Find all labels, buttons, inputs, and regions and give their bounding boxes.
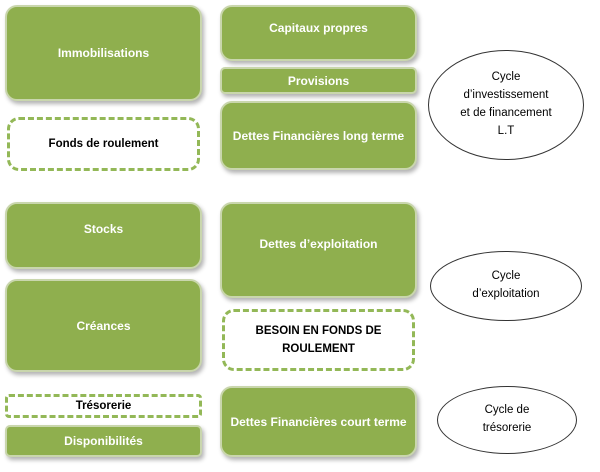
cycle-tresorerie-label: Cycle de trésorerie	[482, 404, 532, 434]
disponibilites-box: Disponibilités	[5, 425, 202, 457]
cycle-exploitation-ellipse: Cycle d’exploitation	[430, 251, 582, 321]
cycle-investissement-ellipse: Cycle d’investissement et de financement…	[428, 50, 584, 160]
creances-box: Créances	[5, 279, 202, 372]
immobilisations-box: Immobilisations	[5, 5, 202, 101]
bfr-box: BESOIN EN FONDS DE ROULEMENT	[222, 309, 415, 371]
fonds-de-roulement-box: Fonds de roulement	[7, 117, 200, 171]
provisions-box: Provisions	[220, 67, 417, 94]
immobilisations-label: Immobilisations	[57, 46, 150, 60]
cycle-investissement-label: Cycle d’investissement et de financement…	[460, 71, 552, 137]
dettes-financieres-lt-box: Dettes Financières long terme	[220, 101, 417, 170]
tresorerie-label: Trésorerie	[75, 399, 132, 412]
dettes-exploitation-box: Dettes d’exploitation	[220, 202, 417, 298]
dettes-financieres-lt-label: Dettes Financières long terme	[232, 128, 405, 143]
dettes-financieres-ct-box: Dettes Financières court terme	[220, 386, 417, 457]
stocks-label: Stocks	[83, 221, 124, 236]
creances-label: Créances	[76, 318, 131, 333]
tresorerie-box: Trésorerie	[5, 394, 202, 418]
provisions-label: Provisions	[287, 73, 350, 88]
cycle-exploitation-label: Cycle d’exploitation	[472, 270, 540, 300]
dettes-exploitation-label: Dettes d’exploitation	[259, 237, 378, 251]
capitaux-propres-label: Capitaux propres	[269, 21, 368, 35]
stocks-box: Stocks	[5, 202, 202, 269]
cycle-tresorerie-ellipse: Cycle de trésorerie	[437, 386, 577, 454]
fonds-de-roulement-label: Fonds de roulement	[48, 137, 159, 150]
capitaux-propres-box: Capitaux propres	[220, 5, 417, 61]
dettes-financieres-ct-label: Dettes Financières court terme	[230, 414, 407, 429]
bfr-label: BESOIN EN FONDS DE ROULEMENT	[255, 324, 382, 355]
disponibilites-label: Disponibilités	[64, 434, 143, 448]
